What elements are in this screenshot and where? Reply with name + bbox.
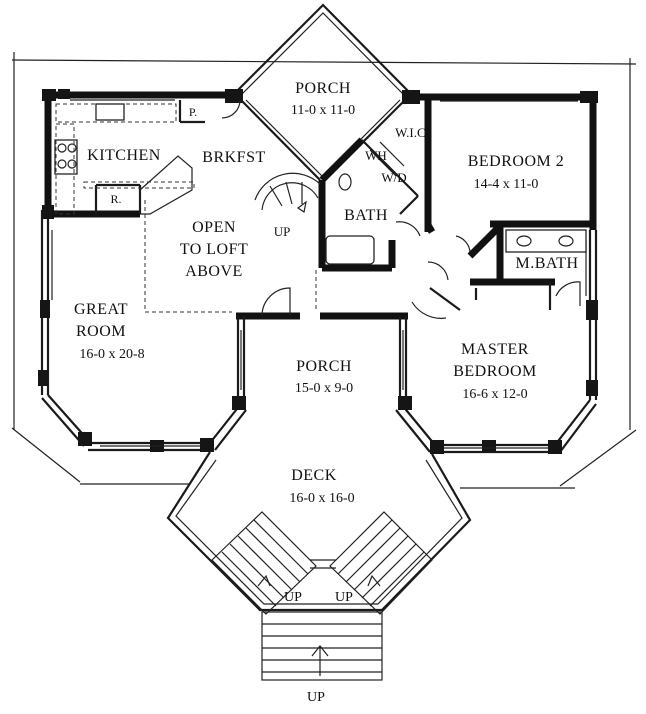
site-lines <box>11 52 637 489</box>
mbath-name: M.BATH <box>515 255 578 272</box>
loft-line1: OPEN <box>192 219 236 236</box>
wd-name: W/D <box>381 170 406 185</box>
master-line2: BEDROOM <box>453 363 537 380</box>
bedroom2-size: 14-4 x 11-0 <box>474 177 539 192</box>
wic-name: W.I.C. <box>395 125 429 140</box>
porch-top-size: 11-0 x 11-0 <box>291 103 355 118</box>
brkfst-name: BRKFST <box>202 149 265 166</box>
great-room-size: 16-0 x 20-8 <box>79 347 144 362</box>
master-size: 16-6 x 12-0 <box>462 387 527 402</box>
great-room-line1: GREAT <box>74 301 128 318</box>
kitchen-fixtures <box>54 103 195 215</box>
porch-mid-size: 15-0 x 9-0 <box>295 381 353 396</box>
deck-up-right: UP <box>335 590 353 605</box>
deck-name: DECK <box>291 467 337 484</box>
loft-line2: TO LOFT <box>180 241 249 258</box>
kitchen-name: KITCHEN <box>87 147 161 164</box>
porch-mid-name: PORCH <box>296 358 352 375</box>
deck-stairs <box>211 511 433 681</box>
deck-size: 16-0 x 16-0 <box>289 491 354 506</box>
bedroom2-name: BEDROOM 2 <box>468 153 565 170</box>
doors <box>221 99 581 319</box>
loft-line3: ABOVE <box>185 263 243 280</box>
windows <box>51 99 587 449</box>
pantry-name: P. <box>189 105 197 119</box>
room-labels: PORCH 11-0 x 11-0 KITCHEN BRKFST P. R. W… <box>74 80 578 705</box>
spiral-up-label: UP <box>274 224 291 239</box>
deck-up-left: UP <box>284 590 302 605</box>
wh-name: WH <box>365 148 387 163</box>
porch-top-name: PORCH <box>295 80 351 97</box>
bath-name: BATH <box>344 207 388 224</box>
wall-posts <box>38 89 598 454</box>
deck-outline <box>166 451 472 612</box>
master-line1: MASTER <box>461 341 529 358</box>
refrigerator-name: R. <box>110 192 121 206</box>
great-room-line2: ROOM <box>76 323 126 340</box>
spiral-stair <box>254 172 321 213</box>
bath-fixtures <box>325 141 587 265</box>
loft-edge <box>144 200 317 313</box>
deck-up-bottom: UP <box>307 690 325 705</box>
